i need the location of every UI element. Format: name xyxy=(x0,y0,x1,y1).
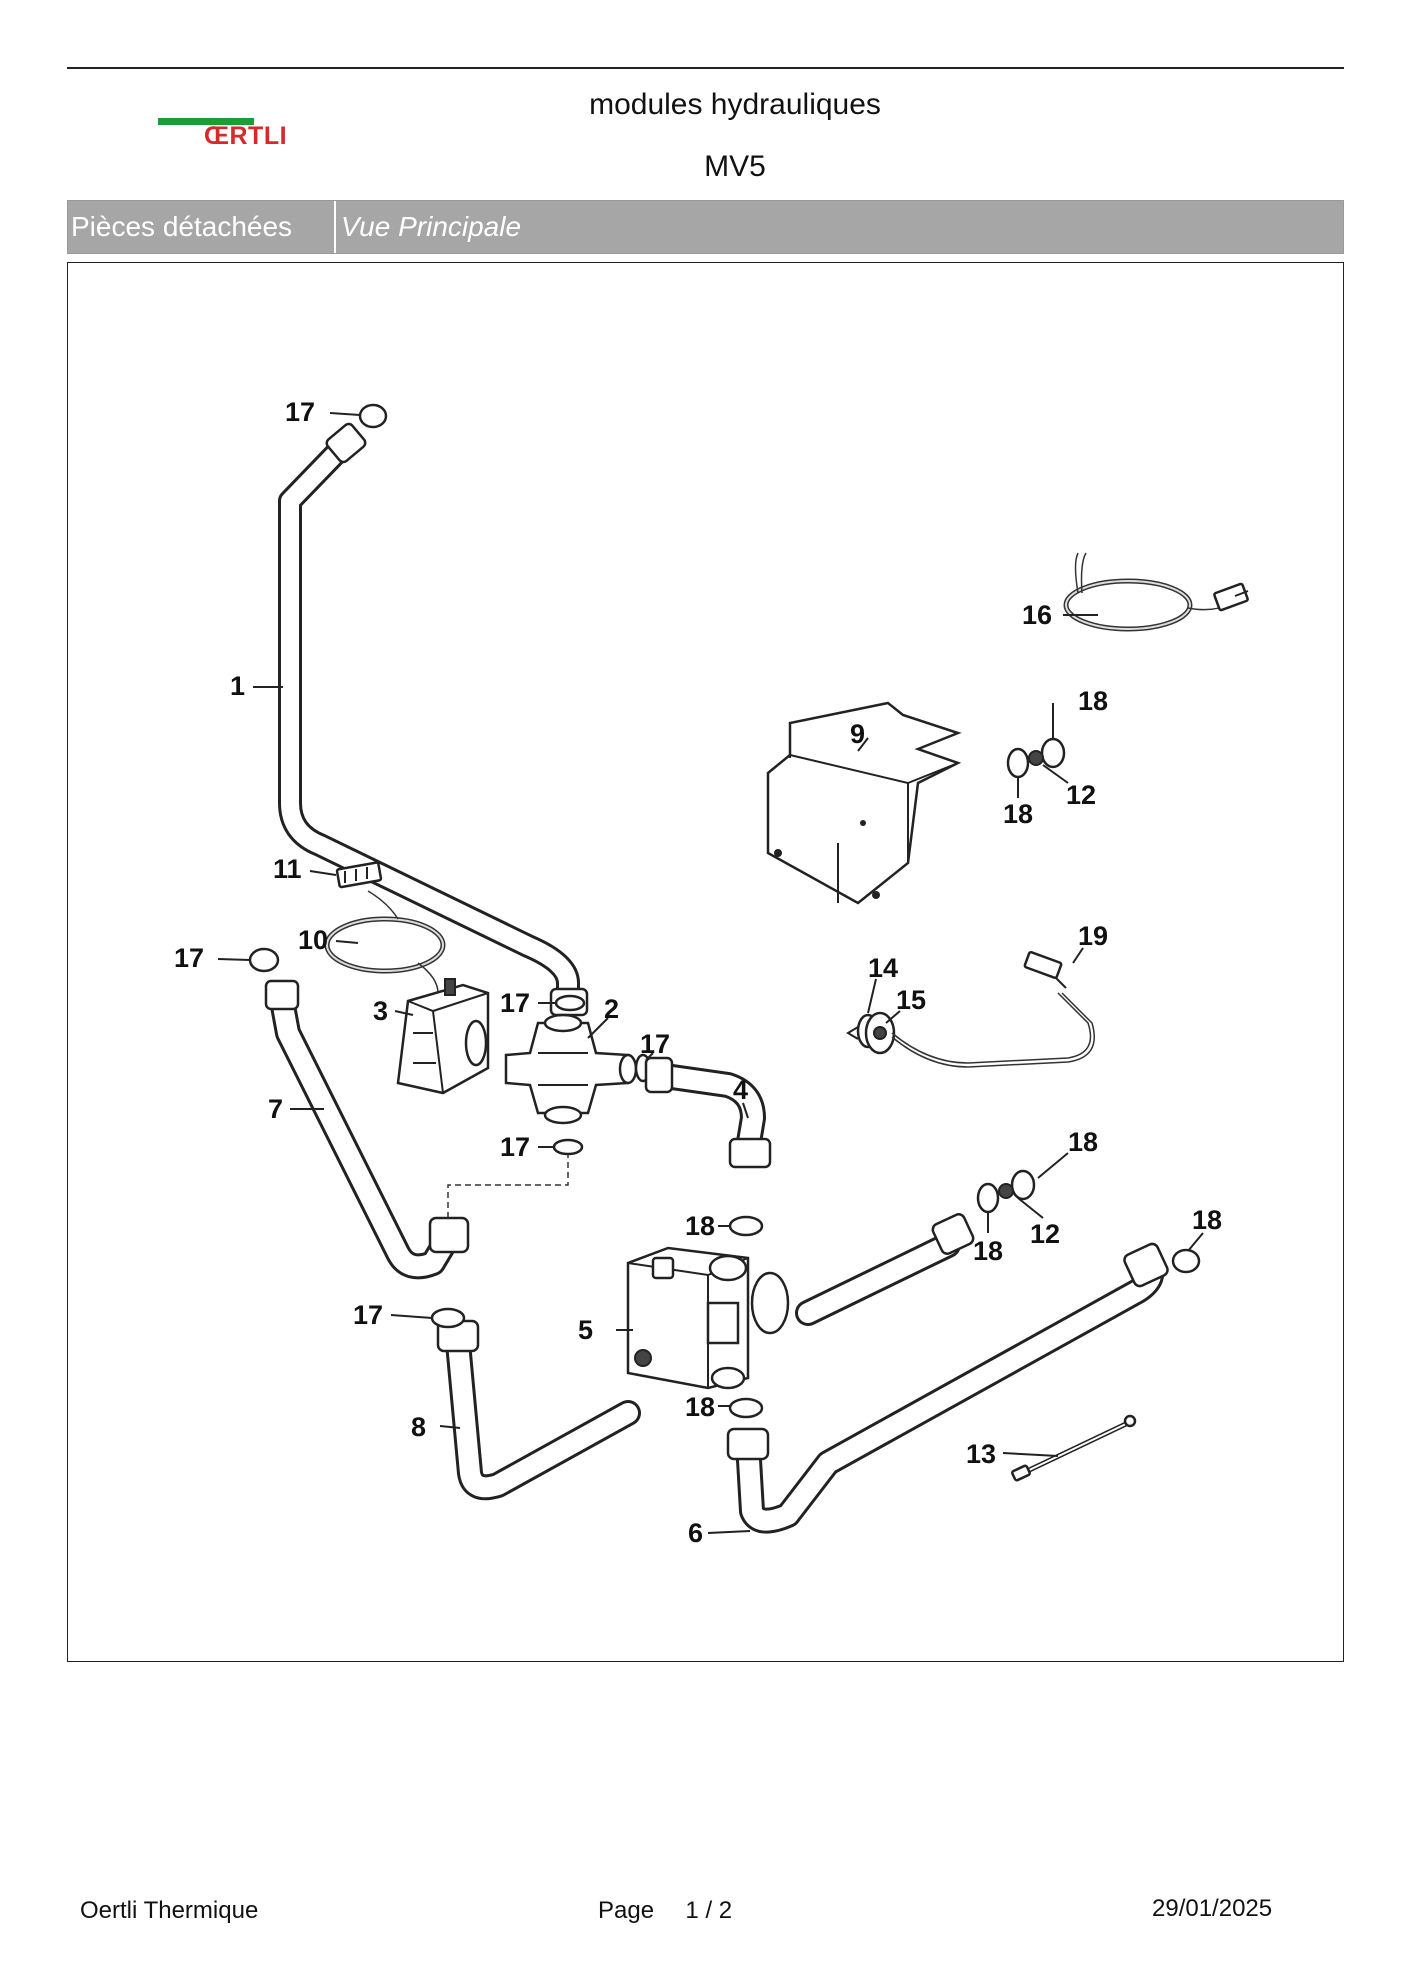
o-ring-18-pipe6 xyxy=(1171,1248,1201,1274)
sensor-14-15 xyxy=(846,992,1095,1068)
callout-labels: 17 1 16 18 9 18 12 11 10 17 3 17 2 19 14… xyxy=(174,397,1222,1548)
callout-17-valve-bottom: 17 xyxy=(500,1132,530,1162)
pipe-6 xyxy=(726,1242,1169,1534)
callout-16: 16 xyxy=(1022,600,1052,630)
callout-17-pipe7: 17 xyxy=(174,943,204,973)
callout-17-top: 17 xyxy=(285,397,315,427)
callout-18-pump-top: 18 xyxy=(685,1211,715,1241)
pipe-7 xyxy=(264,979,470,1280)
cable-10 xyxy=(324,890,446,994)
callout-1: 1 xyxy=(230,671,245,701)
page-current: 1 xyxy=(685,1897,699,1924)
callout-17-pipe8: 17 xyxy=(353,1300,383,1330)
brand-logo: ŒRTLI xyxy=(158,114,308,154)
actuator-3 xyxy=(396,978,490,1095)
connector-11 xyxy=(335,861,383,889)
logo-text: ŒRTLI xyxy=(204,122,288,150)
callout-13: 13 xyxy=(966,1439,996,1469)
valve-2 xyxy=(504,1013,638,1125)
document-model: MV5 xyxy=(704,150,766,183)
page-label: Page xyxy=(598,1897,655,1924)
top-rule xyxy=(67,67,1344,69)
page-total: 2 xyxy=(718,1897,733,1924)
page-separator: / xyxy=(705,1897,713,1924)
callout-11: 11 xyxy=(273,854,302,884)
o-ring-18-pump-top xyxy=(728,1215,764,1237)
callout-15: 15 xyxy=(896,985,926,1015)
rod-13 xyxy=(1011,1414,1137,1482)
callout-6: 6 xyxy=(688,1518,703,1548)
callout-12-b: 12 xyxy=(1030,1219,1060,1249)
callout-18-pipe6: 18 xyxy=(1192,1205,1222,1235)
pipe-4 xyxy=(644,1056,772,1169)
callout-4: 4 xyxy=(733,1075,748,1105)
logo-green-bar xyxy=(158,118,254,125)
callout-10: 10 xyxy=(298,925,328,955)
pipe-1 xyxy=(278,422,589,1017)
o-ring-17-valve-top xyxy=(554,994,586,1012)
footer-page-info: Page 1 / 2 xyxy=(598,1897,732,1925)
bracket-9 xyxy=(766,701,962,905)
callout-9: 9 xyxy=(850,719,865,749)
leader-lines xyxy=(217,412,1204,1534)
callout-18-c: 18 xyxy=(1068,1127,1098,1157)
callout-3: 3 xyxy=(373,996,388,1026)
view-label: Vue Principale xyxy=(341,211,522,242)
cable-16 xyxy=(1063,552,1249,632)
exploded-view-svg: 17 1 16 18 9 18 12 11 10 17 3 17 2 19 14… xyxy=(174,397,1249,1548)
callout-17-valve-side: 17 xyxy=(640,1029,670,1059)
o-ring-17-valve-bottom xyxy=(552,1138,584,1156)
sensor-12-top xyxy=(1006,737,1066,779)
callout-7: 7 xyxy=(268,1094,283,1124)
dashed-link xyxy=(447,1155,569,1218)
callout-17-valve-top: 17 xyxy=(500,988,530,1018)
callout-12-a: 12 xyxy=(1066,780,1096,810)
o-ring-17-top xyxy=(358,403,388,429)
callout-18-pump-bottom: 18 xyxy=(685,1392,715,1422)
footer-company: Oertli Thermique xyxy=(80,1897,259,1924)
exploded-view-diagram: 17 1 16 18 9 18 12 11 10 17 3 17 2 19 14… xyxy=(67,262,1344,1662)
callout-8: 8 xyxy=(411,1412,426,1442)
callout-18-a: 18 xyxy=(1078,686,1108,716)
o-ring-17-pipe8 xyxy=(430,1307,466,1329)
o-ring-18-pump-bottom xyxy=(728,1397,764,1419)
pipe-8 xyxy=(436,1319,641,1501)
sensor-12-mid xyxy=(976,1169,1036,1214)
callout-14: 14 xyxy=(868,953,898,983)
connector-19 xyxy=(1023,950,1067,989)
pump-5 xyxy=(626,1246,790,1390)
document-title: modules hydrauliques xyxy=(589,88,881,121)
section-header-bar: Pièces détachées Vue Principale xyxy=(67,200,1344,254)
callout-18-d: 18 xyxy=(973,1236,1003,1266)
footer-date: 29/01/2025 xyxy=(1152,1895,1273,1922)
pipe-upper-right xyxy=(795,1213,975,1326)
callout-5: 5 xyxy=(578,1315,593,1345)
o-ring-17-pipe7 xyxy=(248,947,280,973)
callout-18-b: 18 xyxy=(1003,799,1033,829)
section-label: Pièces détachées xyxy=(68,201,336,253)
callout-2: 2 xyxy=(604,994,619,1024)
callout-19: 19 xyxy=(1078,921,1108,951)
